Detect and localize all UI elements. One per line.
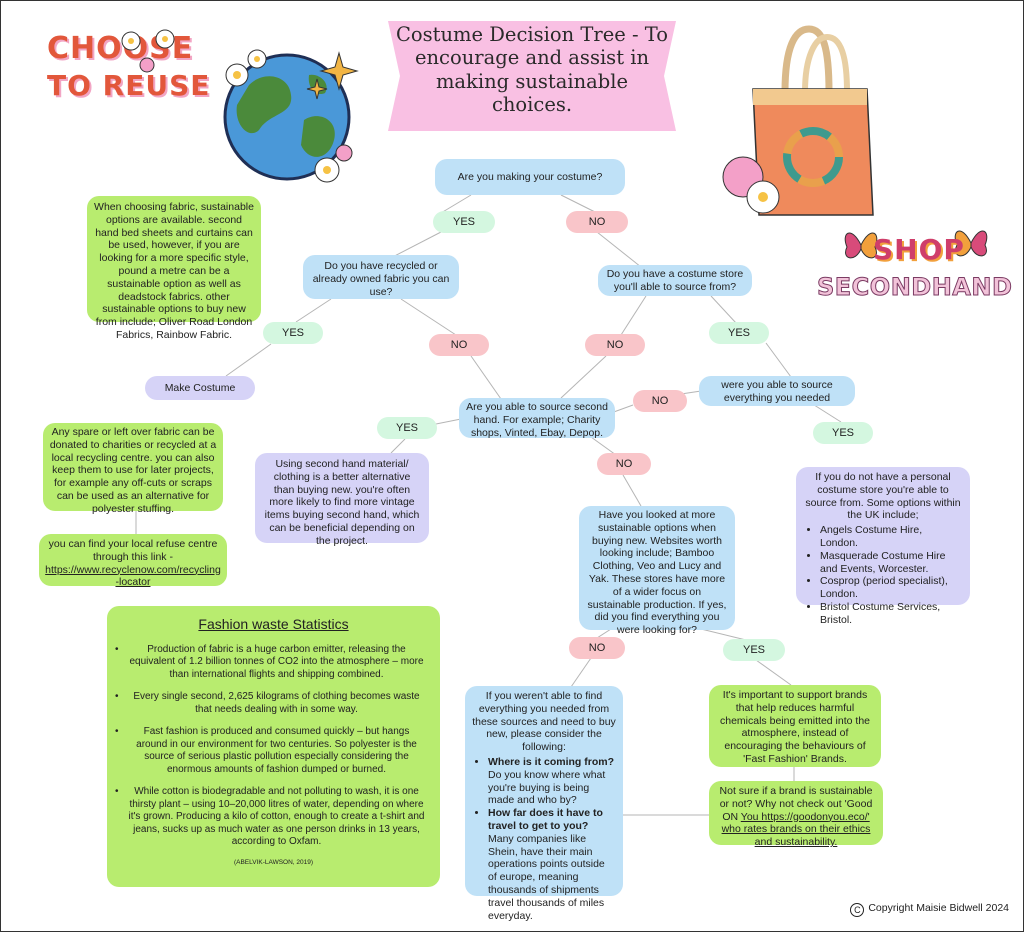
good-on-you-text: Not sure if a brand is sustainable or no… [719,785,873,823]
pill-yes-store: YES [709,322,769,344]
poster-title: Costume Decision Tree - To encourage and… [396,23,668,117]
copyright-text: Copyright Maisie Bidwell 2024 [868,902,1009,914]
stats-heading: Fashion waste Statistics [198,616,349,632]
butterfly-icon-right [954,230,988,257]
costume-hire-item: Bristol Costume Services, Bristol. [820,601,962,627]
buy-new-intro: If you weren't able to find everything y… [472,690,616,754]
title-banner-shape [388,21,676,131]
pill-no-fabric: NO [429,334,489,356]
flower-cluster-icon [121,29,175,73]
refuse-intro-text: you can find your local refuse centre th… [48,538,218,563]
node-buy-new: If you weren't able to find everything y… [465,686,623,922]
butterfly-icon-left [844,232,878,259]
buy-new-item: Where is it coming from? Do you know whe… [488,756,616,807]
pill-no-sustainable: NO [569,637,625,659]
tip-leftover-fabric: Any spare or left over fabric can be don… [43,423,223,515]
buy-new-q2-text: Many companies like Shein, have their ma… [488,832,605,922]
tip-refuse-centre: you can find your local refuse centre th… [39,534,227,589]
stats-citation: (ABELVIK-LAWSON, 2019) [233,858,314,866]
recyclenow-link[interactable]: https://www.recyclenow.com/recycling-loc… [45,563,221,589]
node-second-hand: Are you able to source second hand. For … [459,398,615,439]
costume-hire-intro: If you do not have a personal costume st… [805,471,961,522]
shop-logo-text: SHOP [873,233,965,266]
recycle-bag-icon [722,25,874,216]
tip-support-brands: It's important to support brands that he… [709,685,881,767]
good-on-you-link[interactable]: You https://goodonyou.eco/' who rates br… [721,810,871,849]
buy-new-q1-text: Do you know where what you're buying is … [488,768,606,807]
pill-no-store: NO [585,334,645,356]
pill-yes-second-hand: YES [377,417,437,439]
pill-yes-making: YES [433,211,495,233]
stats-item: While cotton is biodegradable and not po… [115,786,426,849]
note-costume-hire: If you do not have a personal costume st… [796,467,970,626]
node-making-costume: Are you making your costume? [435,159,625,195]
pill-yes-source-everything: YES [813,422,873,444]
node-sustainable-options: Have you looked at more sustainable opti… [579,506,735,636]
stats-item: Production of fabric is a huge carbon em… [115,644,426,682]
pill-no-making: NO [566,211,628,233]
node-source-everything: were you able to source everything you n… [699,376,855,406]
pill-no-second-hand: NO [597,453,651,475]
buy-new-q2-bold: How far does it have to travel to get to… [488,807,603,832]
earth-icon [223,49,359,183]
costume-hire-item: Masquerade Costume Hire and Events, Worc… [820,550,962,576]
pill-no-source-everything: NO [633,390,687,412]
costume-hire-item: Angels Costume Hire, London. [820,524,962,550]
secondhand-logo-text: SECONDHAND [816,273,1013,302]
buy-new-q1-bold: Where is it coming from? [488,755,615,768]
buy-new-item: How far does it have to travel to get to… [488,807,616,922]
buy-new-list: Where is it coming from? Do you know whe… [472,756,616,922]
pill-yes-fabric: YES [263,322,323,344]
costume-hire-item: Cosprop (period specialist), London. [820,575,962,601]
pill-yes-sustainable: YES [723,639,785,661]
fashion-waste-stats: Fashion waste Statistics Production of f… [107,606,440,887]
node-recycled-fabric: Do you have recycled or already owned fa… [303,255,459,299]
tip-good-on-you: Not sure if a brand is sustainable or no… [709,781,883,848]
stats-item: Fast fashion is produced and consumed qu… [115,726,426,776]
node-costume-store: Do you have a costume store you'll able … [598,265,752,296]
note-second-hand: Using second hand material/ clothing is … [255,453,429,547]
copyright-icon: C [850,903,865,917]
to-reuse-logo-text: TO REUSE [47,69,211,102]
tip-fabric-choice: When choosing fabric, sustainable option… [87,196,261,341]
node-make-costume: Make Costume [145,376,255,400]
stats-item: Every single second, 2,625 kilograms of … [115,691,426,716]
costume-hire-list: Angels Costume Hire, London. Masquerade … [804,524,962,626]
